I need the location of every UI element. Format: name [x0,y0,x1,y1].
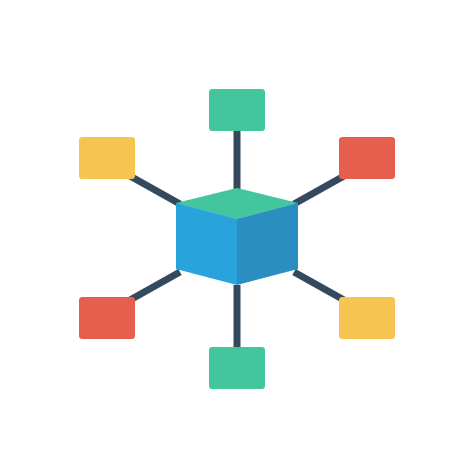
connector-upper-right [292,172,346,208]
connector-upper-left [128,172,182,208]
connector-lower-left [128,268,182,304]
cube-top-face [176,188,298,219]
connector-lower-right [292,268,346,304]
node-upper-right [339,137,395,179]
node-bottom [209,347,265,389]
node-top [209,89,265,131]
node-upper-left [79,137,135,179]
node-lower-left [79,297,135,339]
node-lower-right [339,297,395,339]
cube-right-face [237,203,298,285]
cube-left-face [176,203,237,285]
